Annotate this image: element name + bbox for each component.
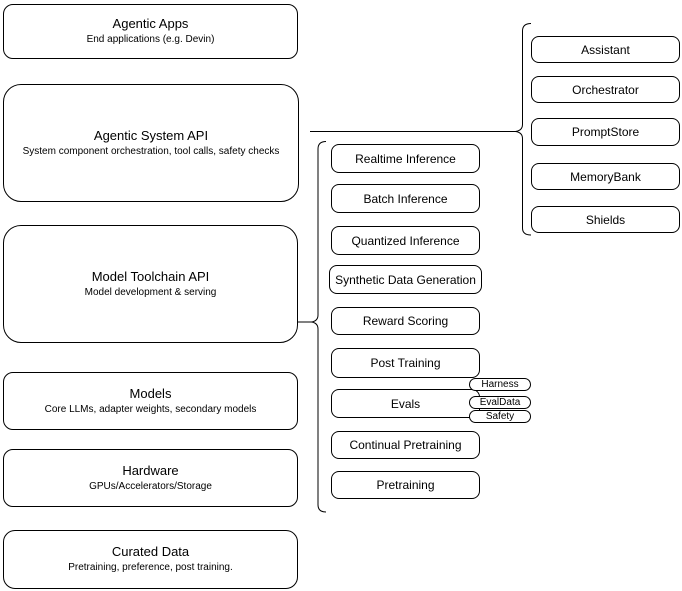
component-assistant: Assistant	[531, 36, 680, 63]
components-bracket	[515, 23, 532, 236]
eval-component-evaldata: EvalData	[469, 396, 531, 409]
eval-component-safety: Safety	[469, 410, 531, 423]
layer-models: Models Core LLMs, adapter weights, secon…	[3, 372, 298, 430]
service-reward-scoring: Reward Scoring	[331, 307, 480, 335]
layer-title: Models	[129, 385, 172, 401]
layer-subtitle: Pretraining, preference, post training.	[68, 562, 233, 573]
eval-component-harness: Harness	[469, 378, 531, 391]
layer-title: Hardware	[122, 462, 179, 478]
service-post-training: Post Training	[331, 348, 480, 378]
layer-title: Model Toolchain API	[91, 268, 210, 284]
layer-title: Agentic System API	[93, 127, 209, 143]
service-quantized-inference: Quantized Inference	[331, 226, 480, 255]
service-continual-pretraining: Continual Pretraining	[331, 431, 480, 459]
service-evals: Evals	[331, 389, 480, 418]
service-realtime-inference: Realtime Inference	[331, 144, 480, 173]
layer-subtitle: Model development & serving	[84, 286, 217, 298]
layer-title: Agentic Apps	[112, 16, 189, 31]
layer-subtitle: System component orchestration, tool cal…	[22, 145, 280, 157]
component-orchestrator: Orchestrator	[531, 76, 680, 103]
service-batch-inference: Batch Inference	[331, 184, 480, 213]
component-promptstore: PromptStore	[531, 118, 680, 146]
component-memorybank: MemoryBank	[531, 163, 680, 190]
layer-model-toolchain-api: Model Toolchain API Model development & …	[3, 225, 298, 343]
service-synthetic-data-generation: Synthetic Data Generation	[329, 265, 482, 294]
layer-title: Curated Data	[111, 544, 190, 559]
layer-agentic-system-api: Agentic System API System component orch…	[3, 84, 299, 202]
layer-subtitle: End applications (e.g. Devin)	[86, 34, 215, 45]
layer-curated-data: Curated Data Pretraining, preference, po…	[3, 530, 298, 589]
layer-subtitle: Core LLMs, adapter weights, secondary mo…	[44, 403, 257, 415]
service-pretraining: Pretraining	[331, 471, 480, 499]
component-shields: Shields	[531, 206, 680, 233]
toolchain-bracket	[311, 141, 327, 513]
layer-agentic-apps: Agentic Apps End applications (e.g. Devi…	[3, 4, 298, 59]
layer-hardware: Hardware GPUs/Accelerators/Storage	[3, 449, 298, 507]
layer-subtitle: GPUs/Accelerators/Storage	[89, 480, 212, 492]
